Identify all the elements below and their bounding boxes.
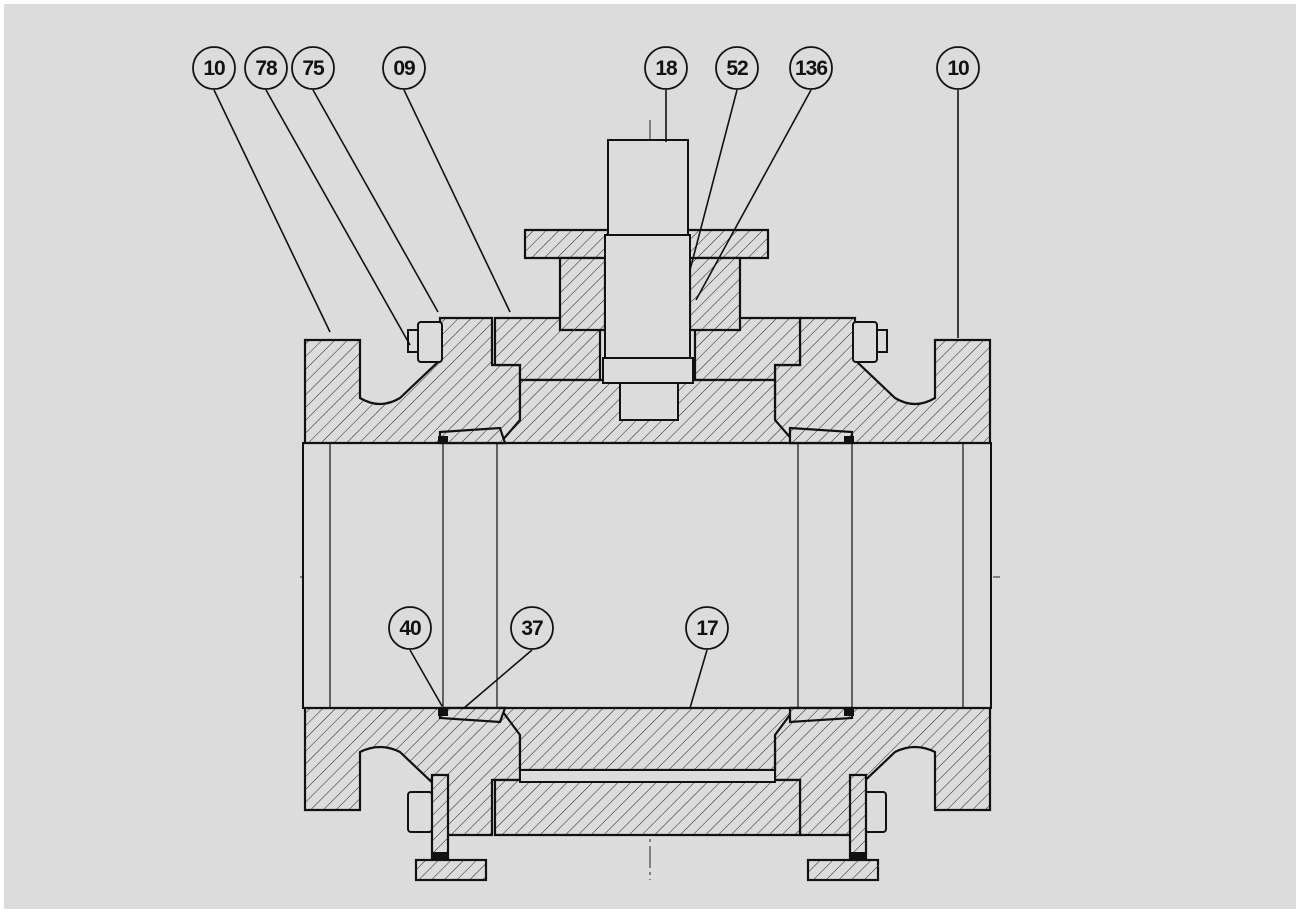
callout-78: 78 [244, 46, 288, 90]
bore [302, 442, 992, 709]
callout-75: 75 [291, 46, 335, 90]
svg-text:78: 78 [255, 57, 278, 80]
callout-18: 18 [644, 46, 688, 90]
callout-136: 136 [789, 46, 833, 90]
svg-text:17: 17 [696, 617, 718, 640]
svg-text:37: 37 [521, 617, 543, 640]
svg-text:40: 40 [399, 617, 421, 640]
callout-37: 37 [510, 606, 554, 650]
svg-text:09: 09 [393, 57, 415, 80]
leader-lines [213, 89, 959, 709]
callouts: 10 78 75 09 18 52 136 10 [192, 46, 980, 650]
callout-52: 52 [715, 46, 759, 90]
seat-seal-40 [438, 708, 448, 716]
callout-10-right: 10 [936, 46, 980, 90]
svg-text:52: 52 [726, 57, 748, 80]
callout-09: 09 [382, 46, 426, 90]
support-legs [414, 773, 880, 882]
svg-text:136: 136 [795, 57, 827, 80]
callout-17: 17 [685, 606, 729, 650]
callout-10-left: 10 [192, 46, 236, 90]
callout-40: 40 [388, 606, 432, 650]
stem [602, 139, 694, 421]
svg-text:75: 75 [302, 57, 325, 80]
svg-text:18: 18 [655, 57, 678, 80]
seat-rings [438, 426, 854, 724]
svg-text:10: 10 [203, 57, 225, 80]
body-bottom [493, 706, 802, 837]
svg-text:10: 10 [947, 57, 969, 80]
